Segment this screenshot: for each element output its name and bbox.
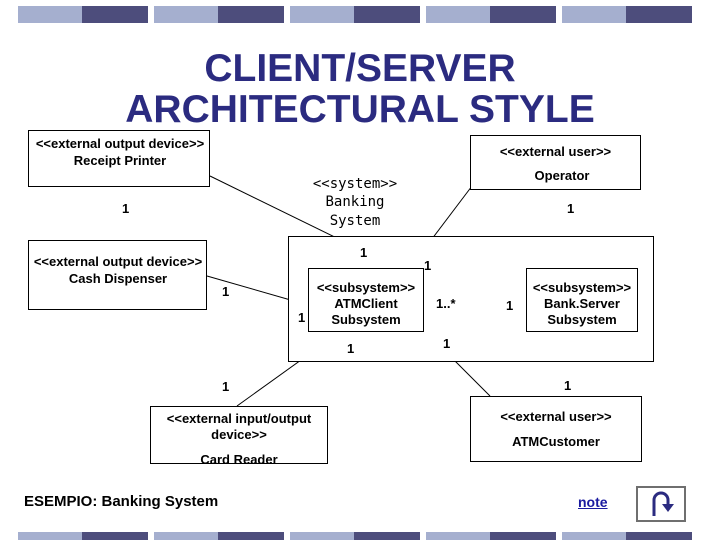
card-reader-box <box>150 406 328 464</box>
bank-server-line2: Bank.Server <box>544 296 620 311</box>
top-stripe-8 <box>490 6 556 23</box>
operator-box <box>470 135 641 190</box>
note-link[interactable]: note <box>578 494 608 510</box>
mult-operator-end: 1 <box>567 201 575 216</box>
card-reader-name: Card Reader <box>200 452 278 467</box>
bottom-stripe-4 <box>218 532 284 540</box>
mult-customer-end: 1 <box>564 378 572 393</box>
top-stripe-7 <box>426 6 490 23</box>
bottom-stripe-5 <box>290 532 354 540</box>
atm-client-line3: Subsystem <box>331 312 401 327</box>
top-stripe-10 <box>626 6 692 23</box>
bottom-stripe-3 <box>154 532 218 540</box>
top-stripe-5 <box>290 6 354 23</box>
banking-system-line2: Banking <box>325 194 385 210</box>
atm-client-line2: ATMClient <box>334 296 398 311</box>
card-reader-stereotype-l1: <<external input/output <box>166 411 312 426</box>
atm-client-stereotype: <<subsystem>> <box>316 280 416 295</box>
atm-customer-stereotype: <<external user>> <box>500 409 612 424</box>
top-stripe-4 <box>218 6 284 23</box>
mult-client-right: 1..* <box>436 296 456 311</box>
mult-server-top: 1 <box>424 258 432 273</box>
bottom-stripe-1 <box>18 532 82 540</box>
back-button[interactable] <box>636 486 686 522</box>
mult-reader-end: 1 <box>222 379 230 394</box>
mult-client-top: 1 <box>360 245 368 260</box>
atm-client-subsystem-box <box>308 268 424 332</box>
top-stripe-2 <box>82 6 148 23</box>
u-turn-arrow-icon <box>652 491 674 516</box>
mult-client-bottom: 1 <box>347 341 355 356</box>
bottom-stripe-6 <box>354 532 420 540</box>
example-caption: ESEMPIO: Banking System <box>24 493 219 510</box>
mult-client-left: 1 <box>298 310 306 325</box>
top-stripe-9 <box>562 6 626 23</box>
mult-dispenser-end: 1 <box>222 284 230 299</box>
cash-dispenser-name: Cash Dispenser <box>68 271 168 286</box>
atm-customer-box <box>470 396 642 462</box>
banking-system-stereotype: <<system>> <box>312 176 398 192</box>
operator-stereotype: <<external user>> <box>499 144 612 159</box>
cash-dispenser-box <box>28 240 207 310</box>
bank-server-stereotype: <<subsystem>> <box>532 280 632 295</box>
receipt-printer-name: Receipt Printer <box>73 153 167 168</box>
bottom-stripe-2 <box>82 532 148 540</box>
mult-server-bottom: 1 <box>443 336 451 351</box>
bank-server-line3: Subsystem <box>547 312 617 327</box>
atm-customer-name: ATMCustomer <box>512 434 600 449</box>
mult-server-left: 1 <box>506 298 514 313</box>
cash-dispenser-stereotype: <<external output device>> <box>33 254 203 269</box>
top-stripe-6 <box>354 6 420 23</box>
top-stripe-3 <box>154 6 218 23</box>
bottom-stripe-7 <box>426 532 490 540</box>
operator-name: Operator <box>534 168 590 183</box>
bank-server-subsystem-box <box>526 268 638 332</box>
card-reader-stereotype-l2: device>> <box>211 427 267 442</box>
mult-printer-end: 1 <box>122 201 130 216</box>
bottom-stripe-9 <box>562 532 626 540</box>
bottom-stripe-8 <box>490 532 556 540</box>
receipt-printer-stereotype: <<external output device>> <box>35 136 205 151</box>
page-title: CLIENT/SERVER ARCHITECTURAL STYLE <box>125 47 595 131</box>
receipt-printer-box <box>28 130 210 187</box>
banking-system-line3: System <box>329 213 381 229</box>
top-stripe-1 <box>18 6 82 23</box>
bottom-stripe-10 <box>626 532 692 540</box>
